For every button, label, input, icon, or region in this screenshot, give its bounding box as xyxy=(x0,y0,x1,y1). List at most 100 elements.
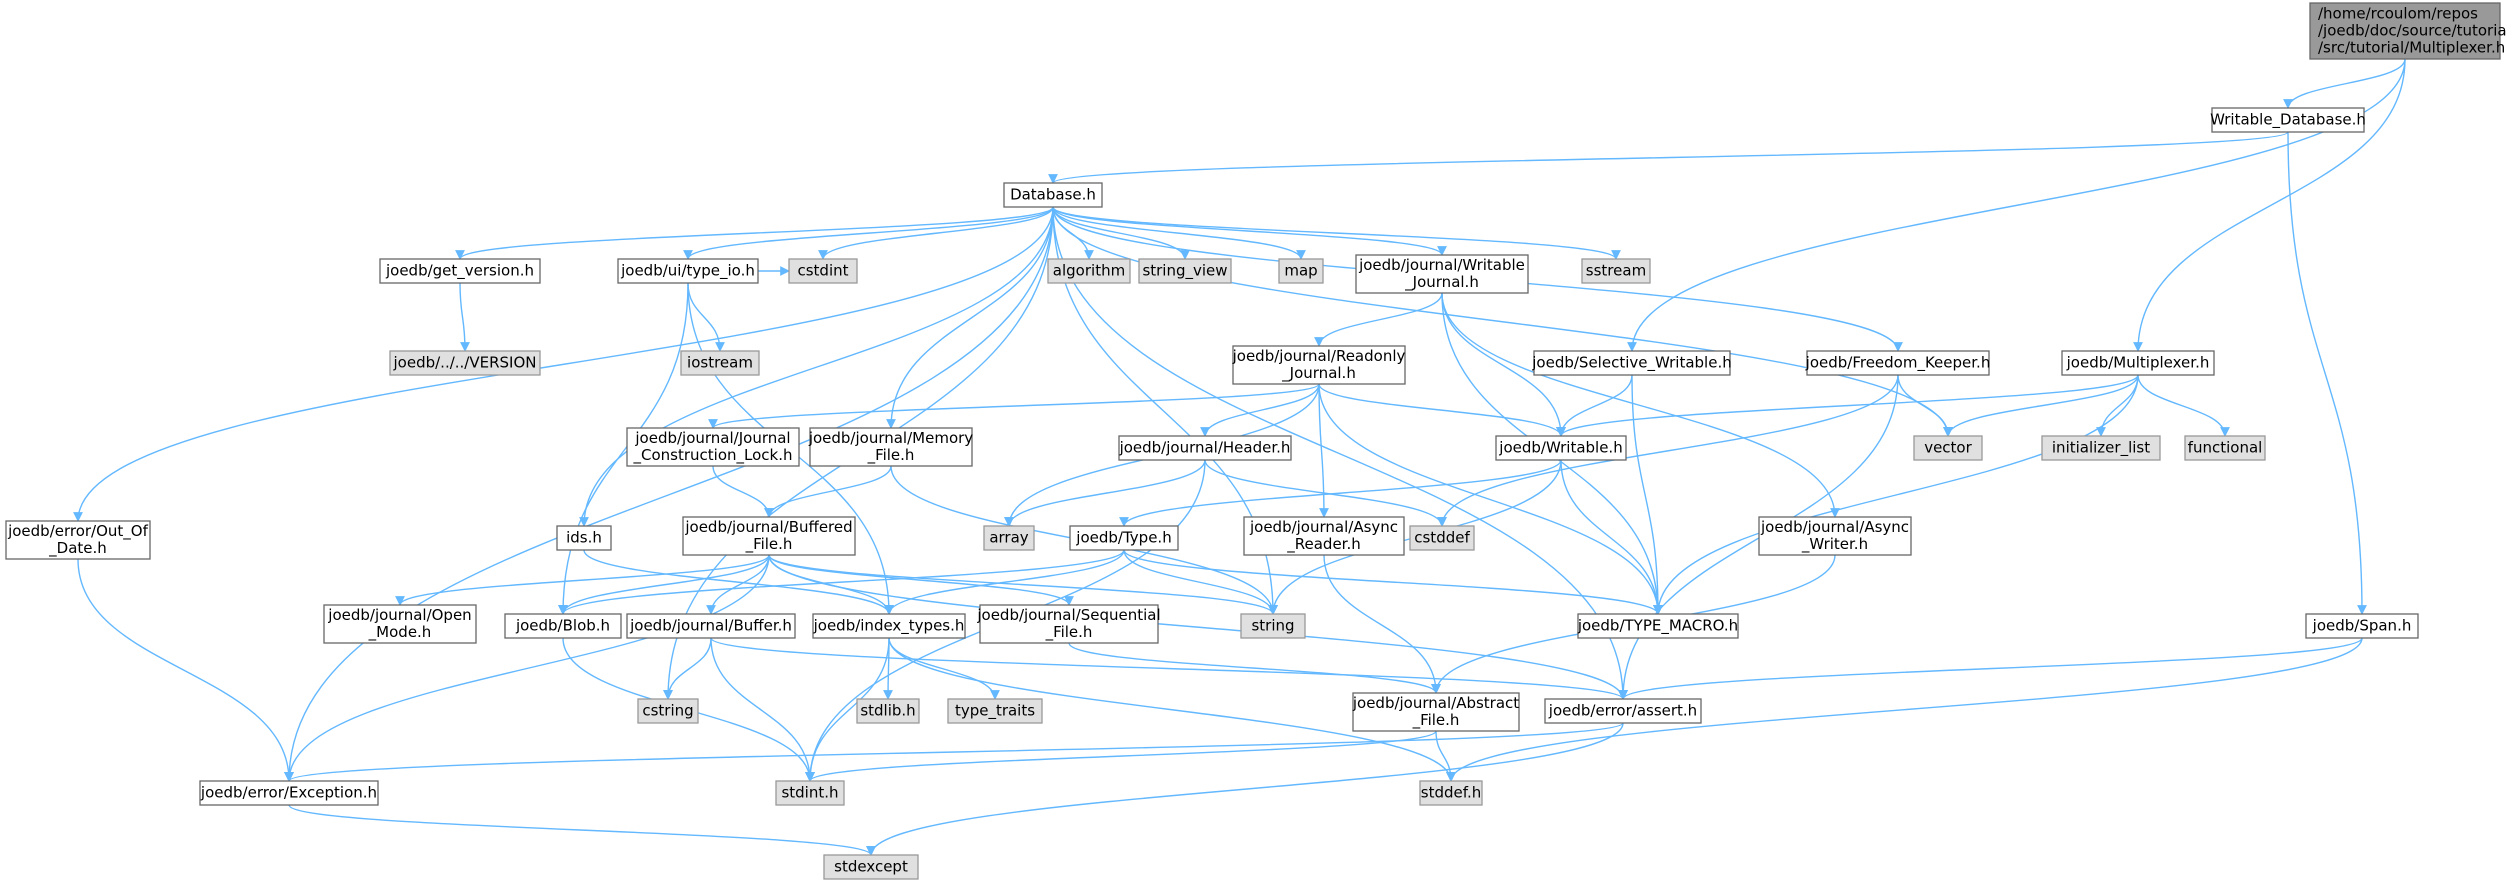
node-box xyxy=(1118,435,1292,461)
node-selective-writable[interactable]: joedb/Selective_Writable.h xyxy=(1531,350,1732,376)
edge-database-to-string_view xyxy=(1052,206,1190,260)
node-box xyxy=(5,520,151,560)
node-buffer[interactable]: joedb/journal/Buffer.h xyxy=(626,613,796,639)
node-multiplexer[interactable]: joedb/Multiplexer.h xyxy=(2061,350,2215,376)
edge-abstract_file-to-stddef xyxy=(1435,730,1456,782)
node-box xyxy=(1419,780,1483,806)
node-label: cstdint xyxy=(797,262,848,280)
node-database[interactable]: Database.h xyxy=(1003,182,1103,208)
node-memory-file[interactable]: joedb/journal/Memory_File.h xyxy=(808,427,973,467)
node-sequential-file[interactable]: joedb/journal/Sequential_File.h xyxy=(976,604,1161,644)
node-box xyxy=(1495,435,1627,461)
node-label: joedb/journal/Writable xyxy=(1358,256,1525,274)
node-label: _File.h xyxy=(745,535,793,554)
node-label: iostream xyxy=(687,354,753,372)
node-box xyxy=(680,350,760,376)
node-label: stdexcept xyxy=(834,858,908,876)
node-index-types[interactable]: joedb/index_types.h xyxy=(812,613,966,639)
node-async-reader[interactable]: joedb/journal/Async_Reader.h xyxy=(1243,516,1405,556)
edge-buffered_file-to-buffer xyxy=(706,554,770,615)
node-box xyxy=(947,698,1043,724)
node-box xyxy=(1758,516,1912,556)
edge-assert-to-exception xyxy=(284,722,1624,782)
node-construction-lock[interactable]: joedb/journal/Journal_Construction_Lock.… xyxy=(626,427,800,467)
node-cstdint: cstdint xyxy=(788,258,858,284)
edge-header-to-cstddef xyxy=(1204,459,1447,527)
node-get-version[interactable]: joedb/get_version.h xyxy=(379,258,541,284)
node-sstream: sstream xyxy=(1581,258,1651,284)
edge-sequential_file-to-abstract_file xyxy=(1068,642,1441,694)
node-stdint: stdint.h xyxy=(775,780,845,806)
node-initializer-list: initializer_list xyxy=(2041,435,2161,461)
node-label: joedb/Freedom_Keeper.h xyxy=(1805,354,1991,373)
edge-writable-to-type_macro xyxy=(1560,459,1663,615)
node-label: joedb/journal/Async xyxy=(1249,518,1398,536)
node-buffered-file[interactable]: joedb/journal/Buffered_File.h xyxy=(682,516,856,556)
node-label: _Mode.h xyxy=(368,623,432,642)
node-root[interactable]: /home/rcoulom/repos/joedb/doc/source/tut… xyxy=(2309,2,2506,60)
edge-database-to-memory_file xyxy=(886,206,1054,429)
node-label: Writable_Database.h xyxy=(2210,111,2366,130)
edge-database-to-ids xyxy=(579,206,1054,527)
node-span[interactable]: joedb/Span.h xyxy=(2305,613,2419,639)
node-type[interactable]: joedb/Type.h xyxy=(1069,525,1179,551)
node-type-io[interactable]: joedb/ui/type_io.h xyxy=(617,258,759,284)
node-writable-journal[interactable]: joedb/journal/Writable_Journal.h xyxy=(1355,254,1529,294)
node-label: _Reader.h xyxy=(1286,535,1360,554)
edge-database-to-vector xyxy=(1052,206,1953,437)
edge-readonly_journal-to-construction_lock xyxy=(708,383,1320,429)
edge-selective_writable-to-type_macro xyxy=(1631,374,1663,615)
edge-index_types-to-type_traits xyxy=(888,637,1000,700)
node-box xyxy=(504,613,622,639)
node-writable-database[interactable]: Writable_Database.h xyxy=(2210,107,2366,133)
node-label: stddef.h xyxy=(1421,784,1481,802)
node-ids[interactable]: ids.h xyxy=(556,525,612,551)
node-label: joedb/journal/Journal xyxy=(634,429,790,447)
node-label: Database.h xyxy=(1010,186,1096,204)
node-writable[interactable]: joedb/Writable.h xyxy=(1495,435,1627,461)
node-blob[interactable]: joedb/Blob.h xyxy=(504,613,622,639)
node-type-macro[interactable]: joedb/TYPE_MACRO.h xyxy=(1577,613,1739,639)
node-label: joedb/journal/Sequential xyxy=(976,606,1160,624)
edge-database-to-cstdint xyxy=(818,206,1054,260)
edge-multiplexer-to-vector xyxy=(1943,374,2139,437)
edge-database-to-get_version xyxy=(455,206,1054,260)
node-box xyxy=(1577,613,1739,639)
node-label: joedb/journal/Buffered xyxy=(684,518,852,536)
node-abstract-file[interactable]: joedb/journal/Abstract_File.h xyxy=(1352,692,1520,732)
node-box xyxy=(1581,258,1651,284)
edge-multiplexer-to-type_macro xyxy=(1653,374,2139,615)
node-async-writer[interactable]: joedb/journal/Async_Writer.h xyxy=(1758,516,1912,556)
node-exception[interactable]: joedb/error/Exception.h xyxy=(199,780,379,806)
node-readonly-journal[interactable]: joedb/journal/Readonly_Journal.h xyxy=(1232,345,1406,385)
node-cstring: cstring xyxy=(637,698,699,724)
edge-buffer-to-cstring xyxy=(663,637,712,700)
node-box xyxy=(389,350,541,376)
edge-buffered_file-to-assert xyxy=(768,554,1628,700)
node-box xyxy=(1352,692,1520,732)
edge-memory_file-to-buffered_file xyxy=(764,465,892,518)
node-box xyxy=(617,258,759,284)
edge-database-to-out_of_date xyxy=(73,206,1054,522)
edge-buffered_file-to-exception xyxy=(284,554,770,782)
node-box xyxy=(2309,2,2501,60)
node-freedom-keeper[interactable]: joedb/Freedom_Keeper.h xyxy=(1805,350,1991,376)
node-label: joedb/Selective_Writable.h xyxy=(1531,354,1731,373)
edge-header-to-array xyxy=(1004,459,1206,527)
node-out-of-date[interactable]: joedb/error/Out_Of_Date.h xyxy=(5,520,151,560)
edge-exception-to-stdexcept xyxy=(288,804,876,856)
node-box xyxy=(1544,698,1702,724)
node-vector: vector xyxy=(1913,435,1983,461)
edge-span-to-assert xyxy=(1618,637,2363,700)
node-open-mode[interactable]: joedb/journal/Open_Mode.h xyxy=(323,604,477,644)
node-box xyxy=(1003,182,1103,208)
node-map: map xyxy=(1278,258,1324,284)
node-label: joedb/journal/Header.h xyxy=(1119,439,1291,457)
node-label: joedb/journal/Readonly xyxy=(1232,347,1406,365)
node-assert[interactable]: joedb/error/assert.h xyxy=(1544,698,1702,724)
node-label: _Journal.h xyxy=(1281,364,1356,383)
node-label: _File.h xyxy=(867,446,915,465)
edge-type-to-string xyxy=(1123,549,1278,615)
node-box xyxy=(788,258,858,284)
node-header[interactable]: joedb/journal/Header.h xyxy=(1118,435,1292,461)
